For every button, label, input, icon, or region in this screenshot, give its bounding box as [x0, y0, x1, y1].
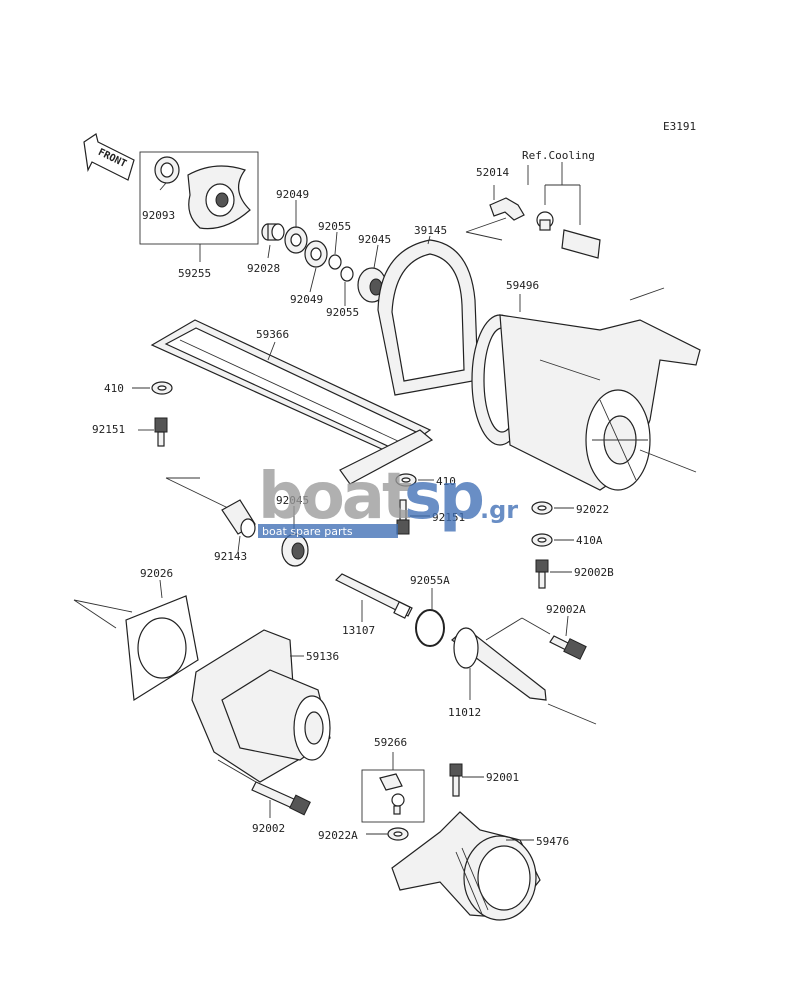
diagram-code: E3191	[663, 120, 696, 133]
part-label-92055-top: 92055	[318, 220, 351, 233]
o-ring	[415, 588, 445, 647]
part-label-92045-top: 92045	[358, 233, 391, 246]
part-label-59136: 59136	[306, 650, 339, 663]
part-label-92049-bottom: 92049	[290, 293, 323, 306]
part-label-59366: 59366	[256, 328, 289, 341]
tail-cone	[451, 617, 597, 725]
drive-shaft	[334, 573, 413, 622]
part-label-92049-top: 92049	[276, 188, 309, 201]
cooling-fitting	[465, 162, 601, 259]
centre-fasteners	[395, 473, 434, 535]
part-label-92002A: 92002A	[546, 603, 586, 616]
watermark-tagline: boat spare parts	[262, 525, 353, 538]
nozzle	[191, 629, 331, 783]
ride-plate	[150, 319, 434, 485]
part-label-92022A: 92022A	[318, 829, 358, 842]
part-label-410A: 410A	[576, 534, 603, 547]
part-label-92002: 92002	[252, 822, 285, 835]
part-label-92151-left: 92151	[92, 423, 125, 436]
part-label-59266: 59266	[374, 736, 407, 749]
part-label-92055A: 92055A	[410, 574, 450, 587]
bolt-92002	[217, 759, 311, 818]
ref-cooling-label: Ref.Cooling	[522, 149, 595, 162]
impeller-washers	[261, 200, 387, 306]
part-label-410-centre: 410	[436, 475, 456, 488]
right-fasteners	[531, 501, 574, 589]
part-label-39145: 39145	[414, 224, 447, 237]
part-label-92143: 92143	[214, 550, 247, 563]
part-label-11012: 11012	[448, 706, 481, 719]
sleeve-bearing	[165, 477, 309, 567]
part-label-59255: 59255	[178, 267, 211, 280]
lower-fasteners	[366, 763, 484, 841]
gasket	[73, 579, 199, 702]
part-label-92028: 92028	[247, 262, 280, 275]
part-label-92001: 92001	[486, 771, 519, 784]
pump-housing	[471, 287, 701, 491]
fitting-kit	[361, 752, 425, 823]
pump-cover	[377, 235, 479, 396]
part-label-92045-middle: 92045	[276, 494, 309, 507]
part-label-59496: 59496	[506, 279, 539, 292]
svg-text:.gr: .gr	[480, 496, 518, 524]
part-label-92026: 92026	[140, 567, 173, 580]
part-label-59476: 59476	[536, 835, 569, 848]
left-fasteners	[132, 381, 173, 447]
part-label-92055-bottom: 92055	[326, 306, 359, 319]
svg-text:sp: sp	[404, 460, 482, 534]
boatsp-watermark: boat sp .gr boat spare parts	[258, 460, 518, 538]
part-label-92151-centre: 92151	[432, 511, 465, 524]
steering-nozzle	[391, 811, 541, 921]
front-arrow-icon: FRONT	[83, 133, 135, 181]
part-label-410-left: 410	[104, 382, 124, 395]
impeller-assembly	[139, 151, 259, 262]
part-label-52014: 52014	[476, 166, 509, 179]
bolt-92002A	[549, 615, 587, 660]
part-label-92093: 92093	[142, 209, 175, 222]
svg-text:boat: boat	[258, 460, 412, 534]
part-label-92022: 92022	[576, 503, 609, 516]
part-label-92002B: 92002B	[574, 566, 614, 579]
part-label-13107: 13107	[342, 624, 375, 637]
